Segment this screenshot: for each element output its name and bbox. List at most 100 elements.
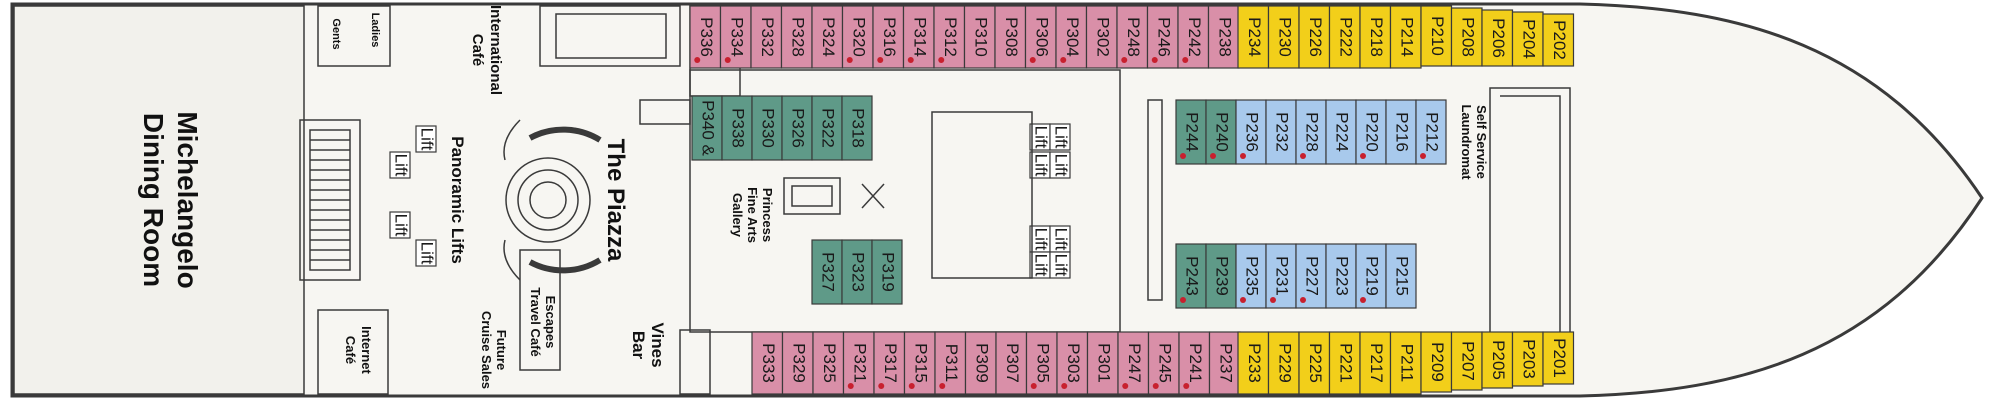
lift-box: Lift bbox=[1049, 251, 1071, 279]
cabin-p334[interactable]: P334 bbox=[719, 5, 752, 69]
cabin-p323[interactable]: P323 bbox=[841, 239, 873, 305]
cabin-p214[interactable]: P214 bbox=[1389, 5, 1422, 69]
cabin-p336[interactable]: P336 bbox=[689, 5, 722, 69]
cabin-p329[interactable]: P329 bbox=[781, 331, 814, 395]
cabin-p218[interactable]: P218 bbox=[1359, 5, 1392, 69]
cabin-p244[interactable]: P244 bbox=[1175, 99, 1207, 165]
cabin-p203[interactable]: P203 bbox=[1511, 331, 1544, 387]
cabin-p219[interactable]: P219 bbox=[1355, 243, 1387, 309]
cabin-p222[interactable]: P222 bbox=[1328, 5, 1361, 69]
cabin-box bbox=[1420, 5, 1453, 67]
cabin-p305[interactable]: P305 bbox=[1025, 331, 1058, 395]
cabin-p301[interactable]: P301 bbox=[1086, 331, 1119, 395]
cabin-p204[interactable]: P204 bbox=[1511, 11, 1544, 67]
accessible-dot-icon bbox=[1151, 57, 1158, 63]
cabin-p220[interactable]: P220 bbox=[1355, 99, 1387, 165]
dining-room-area bbox=[13, 5, 305, 395]
cabin-p338[interactable]: P338 bbox=[721, 95, 753, 161]
cabin-p237[interactable]: P237 bbox=[1208, 331, 1241, 395]
cabin-p205[interactable]: P205 bbox=[1481, 331, 1514, 389]
cabin-number: P324 bbox=[819, 17, 838, 57]
cabin-p224[interactable]: P224 bbox=[1325, 99, 1357, 165]
cabin-p217[interactable]: P217 bbox=[1359, 331, 1392, 395]
cabin-p318[interactable]: P318 bbox=[841, 95, 873, 161]
cabin-p206[interactable]: P206 bbox=[1481, 9, 1514, 67]
cabin-p330[interactable]: P330 bbox=[751, 95, 783, 161]
cabin-p324[interactable]: P324 bbox=[811, 5, 844, 69]
cabin-box bbox=[1389, 5, 1422, 69]
cabin-p304[interactable]: P304 bbox=[1055, 5, 1088, 69]
cabin-p207[interactable]: P207 bbox=[1450, 331, 1483, 391]
cabin-p314[interactable]: P314 bbox=[902, 5, 935, 69]
cabin-p309[interactable]: P309 bbox=[964, 331, 997, 395]
cabin-p316[interactable]: P316 bbox=[872, 5, 905, 69]
gents-label: Gents bbox=[330, 18, 342, 49]
cabin-p210[interactable]: P210 bbox=[1420, 5, 1453, 67]
cabin-p215[interactable]: P215 bbox=[1385, 243, 1417, 309]
cabin-p202[interactable]: P202 bbox=[1542, 13, 1575, 67]
cabin-p226[interactable]: P226 bbox=[1298, 5, 1331, 69]
cabin-p216[interactable]: P216 bbox=[1385, 99, 1417, 165]
cabin-p243[interactable]: P243 bbox=[1175, 243, 1207, 309]
cabin-p247[interactable]: P247 bbox=[1117, 331, 1150, 395]
cabin-p227[interactable]: P227 bbox=[1295, 243, 1327, 309]
cabin-p201[interactable]: P201 bbox=[1542, 331, 1575, 385]
cabin-p234[interactable]: P234 bbox=[1237, 5, 1270, 69]
cabin-p311[interactable]: P311 bbox=[934, 331, 967, 395]
cabin-p242[interactable]: P242 bbox=[1177, 5, 1210, 69]
cabin-p306[interactable]: P306 bbox=[1024, 5, 1057, 69]
cabin-p317[interactable]: P317 bbox=[873, 331, 906, 395]
cabin-p315[interactable]: P315 bbox=[903, 331, 936, 395]
cabin-number: P241 bbox=[1186, 343, 1205, 383]
lift-box: Lift bbox=[1029, 225, 1051, 253]
cabin-p240[interactable]: P240 bbox=[1205, 99, 1237, 165]
lift-label: Lift bbox=[1052, 254, 1071, 277]
cabin-p228[interactable]: P228 bbox=[1295, 99, 1327, 165]
cabin-p209[interactable]: P209 bbox=[1420, 331, 1453, 393]
cabin-p211[interactable]: P211 bbox=[1389, 331, 1422, 395]
cabin-p332[interactable]: P332 bbox=[750, 5, 783, 69]
cabin-p221[interactable]: P221 bbox=[1328, 331, 1361, 395]
cabin-p340[interactable]: P340 & bbox=[691, 95, 723, 161]
cabin-p238[interactable]: P238 bbox=[1207, 5, 1240, 69]
cabin-p230[interactable]: P230 bbox=[1267, 5, 1300, 69]
cabin-p231[interactable]: P231 bbox=[1265, 243, 1297, 309]
cabin-number: P229 bbox=[1275, 343, 1294, 383]
cabin-p333[interactable]: P333 bbox=[751, 331, 784, 395]
cabin-p327[interactable]: P327 bbox=[811, 239, 843, 305]
cabin-p232[interactable]: P232 bbox=[1265, 99, 1297, 165]
cabin-p233[interactable]: P233 bbox=[1237, 331, 1270, 395]
cabin-number: P227 bbox=[1303, 256, 1322, 296]
cabin-number: P212 bbox=[1423, 112, 1442, 152]
cabin-number: P306 bbox=[1032, 17, 1051, 57]
cabin-p212[interactable]: P212 bbox=[1415, 99, 1447, 165]
cabin-p248[interactable]: P248 bbox=[1116, 5, 1149, 69]
cabin-p307[interactable]: P307 bbox=[995, 331, 1028, 395]
cabin-p208[interactable]: P208 bbox=[1450, 7, 1483, 67]
cabin-p235[interactable]: P235 bbox=[1235, 243, 1267, 309]
cabin-p321[interactable]: P321 bbox=[842, 331, 875, 395]
cabin-p245[interactable]: P245 bbox=[1147, 331, 1180, 395]
cabin-p246[interactable]: P246 bbox=[1146, 5, 1179, 69]
cabin-p320[interactable]: P320 bbox=[841, 5, 874, 69]
cabin-p326[interactable]: P326 bbox=[781, 95, 813, 161]
cabin-p319[interactable]: P319 bbox=[871, 239, 903, 305]
cabin-p312[interactable]: P312 bbox=[933, 5, 966, 69]
cabin-p223[interactable]: P223 bbox=[1325, 243, 1357, 309]
cabin-p241[interactable]: P241 bbox=[1178, 331, 1211, 395]
cabin-p236[interactable]: P236 bbox=[1235, 99, 1267, 165]
cabin-p310[interactable]: P310 bbox=[963, 5, 996, 69]
cabin-p239[interactable]: P239 bbox=[1205, 243, 1237, 309]
cabin-p303[interactable]: P303 bbox=[1056, 331, 1089, 395]
cabin-p325[interactable]: P325 bbox=[812, 331, 845, 395]
cabin-number: P201 bbox=[1550, 338, 1569, 378]
accessible-dot-icon bbox=[1240, 153, 1246, 159]
cabin-p225[interactable]: P225 bbox=[1298, 331, 1331, 395]
cabin-p229[interactable]: P229 bbox=[1267, 331, 1300, 395]
cabin-p302[interactable]: P302 bbox=[1085, 5, 1118, 69]
cabin-number: P205 bbox=[1489, 340, 1508, 380]
cabin-p308[interactable]: P308 bbox=[994, 5, 1027, 69]
cabin-p328[interactable]: P328 bbox=[780, 5, 813, 69]
lift-label: Lift bbox=[1032, 126, 1051, 149]
cabin-p322[interactable]: P322 bbox=[811, 95, 843, 161]
